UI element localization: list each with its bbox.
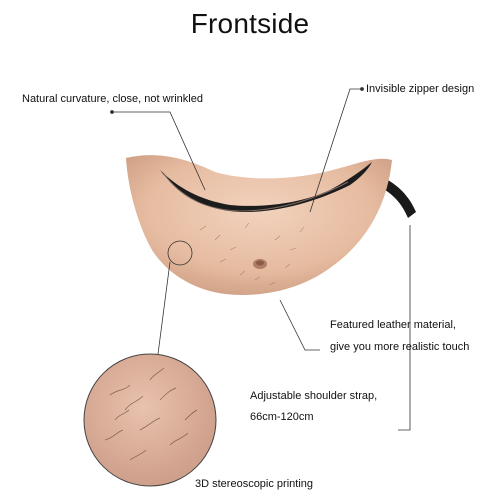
callout-curvature: Natural curvature, close, not wrinkled <box>22 93 203 105</box>
hair-texture <box>199 222 305 286</box>
callout-printing: 3D stereoscopic printing <box>195 478 314 490</box>
page-title: Frontside <box>190 8 310 39</box>
callout-leather-line1: Featured leather material, <box>330 319 456 331</box>
zoom-hair-texture <box>104 367 198 461</box>
zoom-detail-circle <box>83 353 217 487</box>
callout-strap-line1: Adjustable shoulder strap, <box>250 390 378 402</box>
bag-body <box>126 155 392 295</box>
callout-zipper: Invisible zipper design <box>366 83 475 95</box>
callout-strap-line2: 66cm-120cm <box>250 411 314 423</box>
shoulder-strap <box>378 178 416 218</box>
detail-marker <box>167 240 193 266</box>
leader-lines <box>110 87 411 431</box>
callout-leather-line2: give you more realistic touch <box>330 341 470 353</box>
